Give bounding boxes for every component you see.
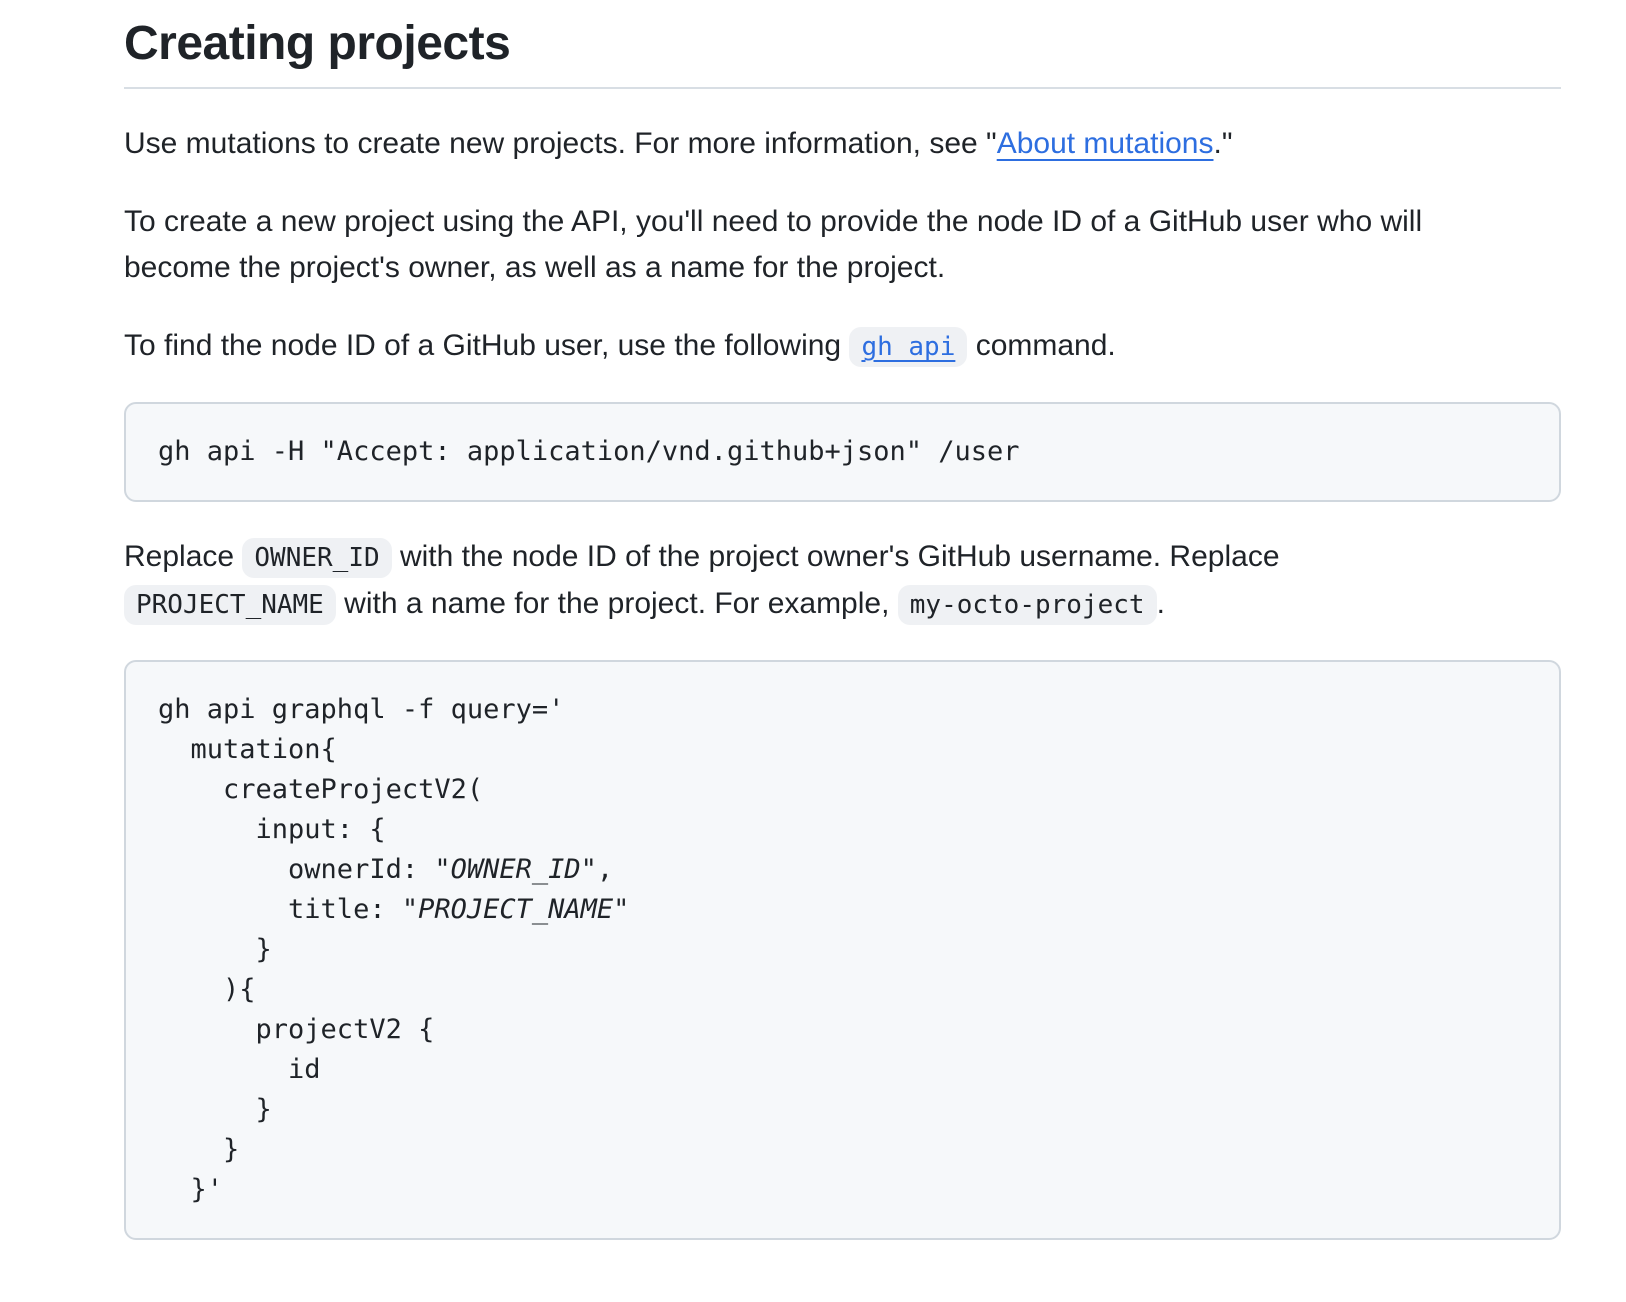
code-block-graphql-mutation: gh api graphql -f query=' mutation{ crea…	[124, 660, 1561, 1240]
code2-line10: id	[158, 1054, 321, 1085]
replace-line1: Replace OWNER_ID with the node ID of the…	[124, 534, 1561, 581]
code2-line11: }	[158, 1094, 272, 1125]
paragraph-create-project-line2: become the project's owner, as well as a…	[124, 251, 946, 284]
find-node-text-before: To find the node ID of a GitHub user, us…	[124, 329, 850, 362]
my-octo-project-inline-code: my-octo-project	[897, 585, 1157, 625]
docs-article: Creating projects Use mutations to creat…	[124, 14, 1561, 1240]
replace-line2: PROJECT_NAME with a name for the project…	[124, 581, 1561, 628]
project-name-inline-code: PROJECT_NAME	[124, 585, 336, 625]
code2-line5-prefix: ownerId: "	[158, 854, 451, 885]
code2-line7: }	[158, 934, 272, 965]
code2-line2: mutation{	[158, 734, 337, 765]
owner-id-placeholder: OWNER_ID	[450, 854, 581, 885]
code1-line1: gh api -H "Accept: application/vnd.githu…	[158, 436, 1020, 467]
code-block-gh-api-user: gh api -H "Accept: application/vnd.githu…	[124, 402, 1561, 502]
replace-text-4: .	[1156, 587, 1165, 620]
paragraph-find-node-id: To find the node ID of a GitHub user, us…	[124, 323, 1561, 370]
code2-line3: createProjectV2(	[158, 774, 484, 805]
replace-text-1: Replace	[124, 540, 243, 573]
intro-text-after: ."	[1213, 127, 1233, 160]
paragraph-create-project-line1: To create a new project using the API, y…	[124, 205, 1423, 238]
about-mutations-link[interactable]: About mutations	[996, 127, 1214, 160]
replace-text-2: with the node ID of the project owner's …	[391, 540, 1280, 573]
gh-api-inline-code[interactable]: gh api	[849, 327, 968, 367]
gh-api-link[interactable]: gh api	[849, 327, 968, 367]
code2-line5-suffix: ",	[580, 854, 614, 885]
page-title: Creating projects	[124, 14, 1561, 89]
code2-line6-prefix: title: "	[158, 894, 419, 925]
code2-line6: title: "PROJECT_NAME"	[158, 890, 1527, 930]
find-node-text-after: command.	[967, 329, 1116, 362]
paragraph-create-project: To create a new project using the API, y…	[124, 199, 1561, 291]
intro-text-before: Use mutations to create new projects. Fo…	[124, 127, 997, 160]
code2-line5: ownerId: "OWNER_ID",	[158, 850, 1527, 890]
code2-line13: }'	[158, 1174, 224, 1205]
code2-line1: gh api graphql -f query='	[158, 694, 565, 725]
replace-text-3: with a name for the project. For example…	[335, 587, 898, 620]
code2-line9: projectV2 {	[158, 1014, 435, 1045]
code2-line8: ){	[158, 974, 256, 1005]
paragraph-intro: Use mutations to create new projects. Fo…	[124, 121, 1561, 167]
paragraph-replace-placeholders: Replace OWNER_ID with the node ID of the…	[124, 534, 1561, 628]
code2-line12: }	[158, 1134, 240, 1165]
code2-line6-suffix: "	[613, 894, 630, 925]
owner-id-inline-code: OWNER_ID	[242, 538, 392, 578]
code2-line4: input: {	[158, 814, 386, 845]
project-name-placeholder: PROJECT_NAME	[418, 894, 614, 925]
